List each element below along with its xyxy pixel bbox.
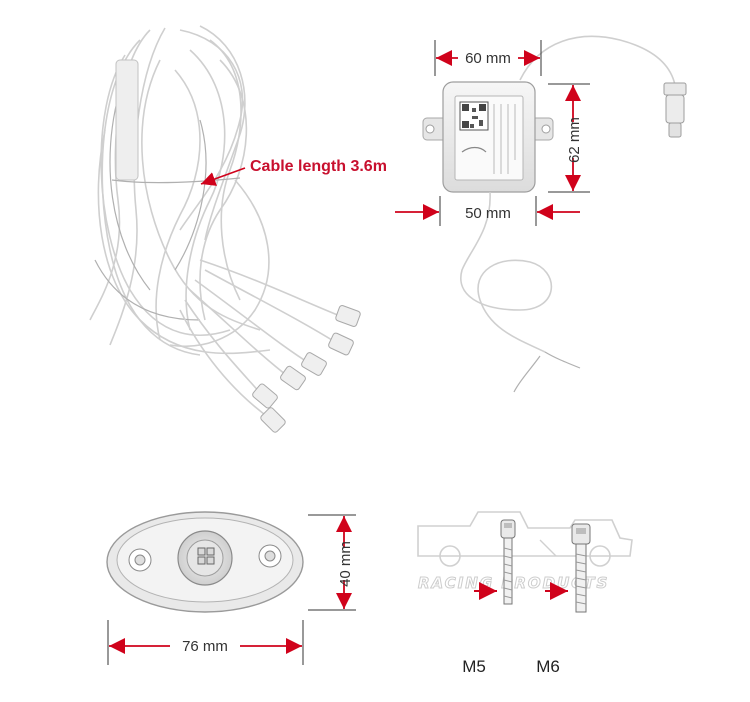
bolt-m6-label: M6 [536, 657, 560, 676]
bolt-m5-label: M5 [462, 657, 486, 676]
controller-base-width-label: 50 mm [465, 205, 511, 222]
rock-light-pod [106, 511, 304, 613]
watermark-logo: RACING PRODUCTS [417, 511, 633, 593]
led-chip-icon [197, 547, 215, 565]
bolt-m6 [571, 523, 591, 613]
cable-callout-arrow [200, 167, 246, 186]
connector-plug-icon [252, 305, 361, 433]
qr-code-icon [459, 101, 489, 131]
cable-harness [89, 25, 361, 433]
pod-height-label: 40 mm [337, 541, 354, 587]
controller-height-label: 62 mm [566, 117, 583, 163]
controller-unit [422, 35, 687, 393]
cable-length-label: Cable length 3.6m [250, 158, 387, 175]
bolt-m5 [500, 519, 516, 605]
pod-width-label: 76 mm [182, 638, 228, 655]
controller-width-label: 60 mm [465, 50, 511, 67]
